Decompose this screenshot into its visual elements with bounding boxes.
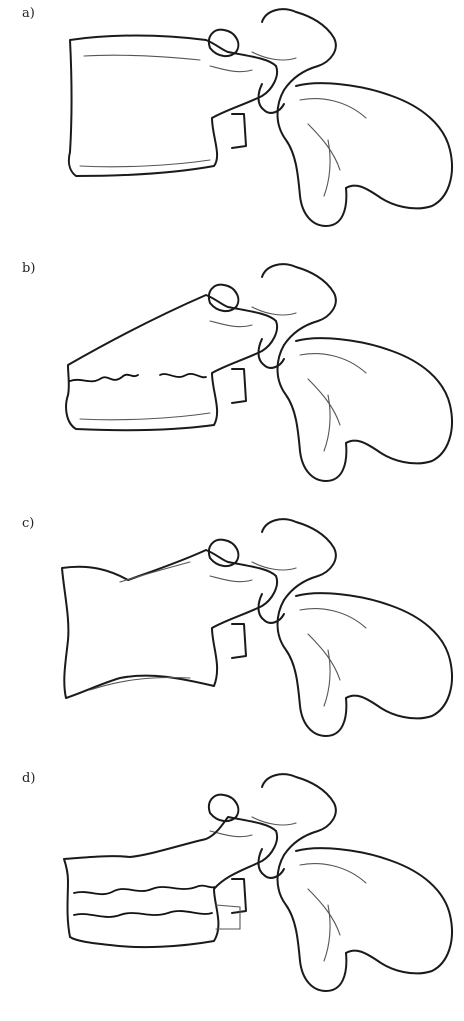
panel-wedge-fracture: b) bbox=[0, 255, 464, 510]
vertebra-drawing bbox=[0, 0, 464, 255]
vertebra-drawing bbox=[0, 510, 464, 765]
vertebral-body-outline bbox=[66, 295, 277, 430]
panel-normal-vertebra: a) bbox=[0, 0, 464, 255]
panel-biconcave: c) bbox=[0, 510, 464, 765]
fracture-line bbox=[74, 886, 214, 895]
vertebra-drawing bbox=[0, 255, 464, 510]
panel-crush: d) bbox=[0, 765, 464, 1020]
fracture-line bbox=[70, 375, 138, 382]
vertebra-drawing bbox=[0, 765, 464, 1020]
vertebral-body-outline bbox=[69, 36, 277, 177]
